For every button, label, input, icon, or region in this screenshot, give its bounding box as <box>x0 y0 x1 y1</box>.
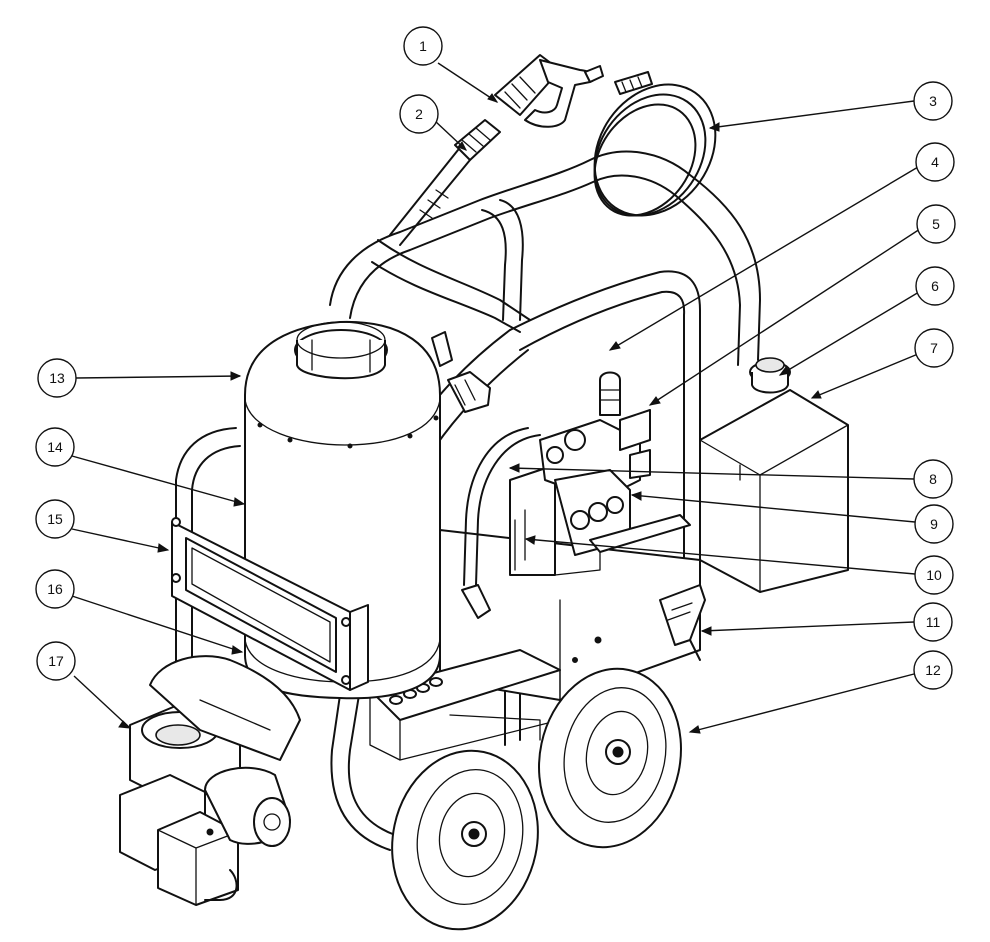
callout-16: 16 <box>35 569 75 609</box>
callout-17: 17 <box>36 641 76 681</box>
callout-2: 2 <box>399 94 439 134</box>
fuel-tank <box>699 357 849 593</box>
callout-11: 11 <box>913 602 953 642</box>
callout-14-label: 14 <box>47 439 63 455</box>
spray-gun <box>389 54 604 246</box>
callout-1-label: 1 <box>419 38 427 54</box>
callout-5-label: 5 <box>932 216 940 232</box>
callout-15: 15 <box>35 499 75 539</box>
callout-10-label: 10 <box>926 567 942 583</box>
burner-motor <box>119 655 301 906</box>
callout-12: 12 <box>913 650 953 690</box>
pump-assembly <box>509 371 691 576</box>
pump-hose <box>431 331 541 619</box>
latch <box>659 584 706 661</box>
wheels <box>391 667 682 931</box>
callout-6: 6 <box>915 266 955 306</box>
callout-8-label: 8 <box>929 471 937 487</box>
callout-16-label: 16 <box>47 581 63 597</box>
hose-coil <box>593 71 717 217</box>
callouts: 1 2 3 4 5 6 7 8 9 10 11 12 13 14 15 16 1… <box>35 26 956 690</box>
callout-12-label: 12 <box>925 662 941 678</box>
callout-17-label: 17 <box>48 653 64 669</box>
callout-5: 5 <box>916 204 956 244</box>
callout-7-label: 7 <box>930 340 938 356</box>
callout-13: 13 <box>37 358 77 398</box>
callout-9-label: 9 <box>930 516 938 532</box>
callout-11-label: 11 <box>926 614 941 630</box>
callout-4: 4 <box>915 142 955 182</box>
callout-13-label: 13 <box>49 370 65 386</box>
callout-10: 10 <box>914 555 954 595</box>
callout-8: 8 <box>913 459 953 499</box>
callout-4-label: 4 <box>931 154 939 170</box>
callout-1: 1 <box>403 26 443 66</box>
control-panel <box>171 517 369 691</box>
callout-15-label: 15 <box>47 511 63 527</box>
callout-7: 7 <box>914 328 954 368</box>
callout-2-label: 2 <box>415 106 423 122</box>
callout-14: 14 <box>35 427 75 467</box>
callout-leaders <box>71 62 921 734</box>
callout-3: 3 <box>913 81 953 121</box>
callout-6-label: 6 <box>931 278 939 294</box>
callout-3-label: 3 <box>929 93 937 109</box>
callout-9: 9 <box>914 504 954 544</box>
